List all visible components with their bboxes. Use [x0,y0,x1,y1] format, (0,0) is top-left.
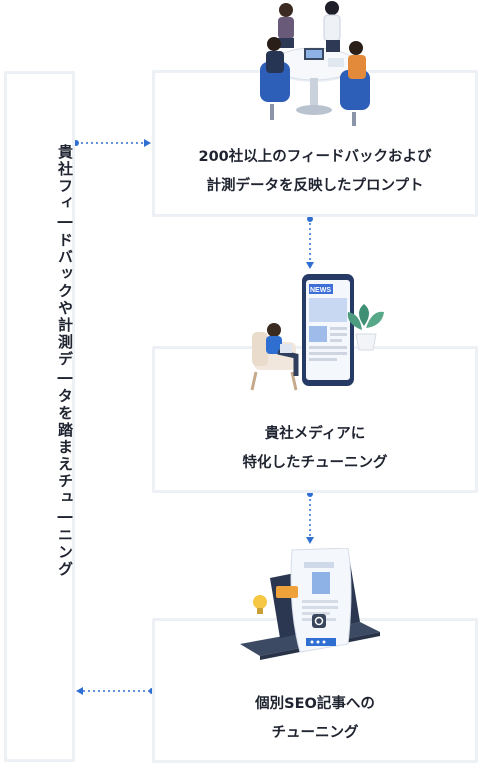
news-phone-reader-icon: NEWS [250,274,384,391]
laptop-article-icon [240,548,380,660]
step-1-line-1: 200社以上のフィードバックおよび [198,149,432,165]
step-3-line-2: チューニング [271,725,359,741]
meeting-people-icon [260,1,370,126]
step-1-line-2: 計測データを反映したプロンプト [206,178,424,194]
svg-text:NEWS: NEWS [310,287,331,294]
arrowhead-down [306,262,314,269]
step-prompt-card: 200社以上のフィードバックおよび 計測データを反映したプロンプト [152,70,478,217]
arrowhead-left [76,687,83,695]
feedback-loop-panel: 貴社フィ―ドバックや計測デ―タを踏まえチュ―ニング [4,71,75,762]
step-2-line-1: 貴社メディアに [264,426,366,442]
step-2-text: 貴社メディアに 特化したチューニング [155,420,475,478]
step-1-text: 200社以上のフィードバックおよび 計測データを反映したプロンプト [155,143,475,201]
arrowhead-down [306,537,314,544]
feedback-loop-label: 貴社フィ―ドバックや計測デ―タを踏まえチュ―ニング [56,144,74,578]
step-2-line-2: 特化したチューニング [242,455,388,471]
step-3-text: 個別SEO記事への チューニング [155,690,475,748]
step-media-card: 貴社メディアに 特化したチューニング [152,346,478,493]
step-3-line-1: 個別SEO記事への [255,696,375,712]
arrowhead-right [144,139,151,147]
